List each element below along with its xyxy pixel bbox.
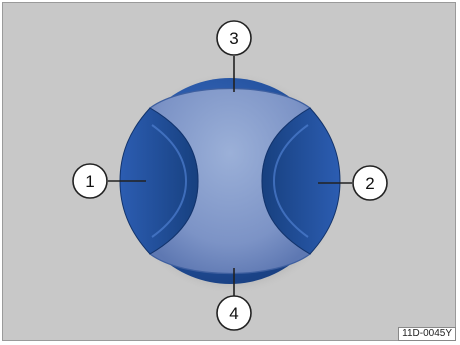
callout-1: 1 bbox=[72, 163, 108, 199]
knob-right-highlight bbox=[272, 124, 309, 238]
callout-2-label: 2 bbox=[365, 174, 374, 193]
callout-1-label: 1 bbox=[85, 172, 94, 191]
callout-4-label: 4 bbox=[229, 304, 238, 323]
callout-3: 3 bbox=[216, 20, 252, 56]
callout-4: 4 bbox=[216, 295, 252, 331]
knob-right-paddle bbox=[261, 107, 341, 255]
knob-left-paddle bbox=[119, 107, 199, 255]
callout-3-label: 3 bbox=[229, 29, 238, 48]
knob-left-highlight bbox=[151, 124, 188, 238]
figure-id-label: 11D-0045Y bbox=[398, 327, 456, 341]
callout-2: 2 bbox=[352, 165, 388, 201]
